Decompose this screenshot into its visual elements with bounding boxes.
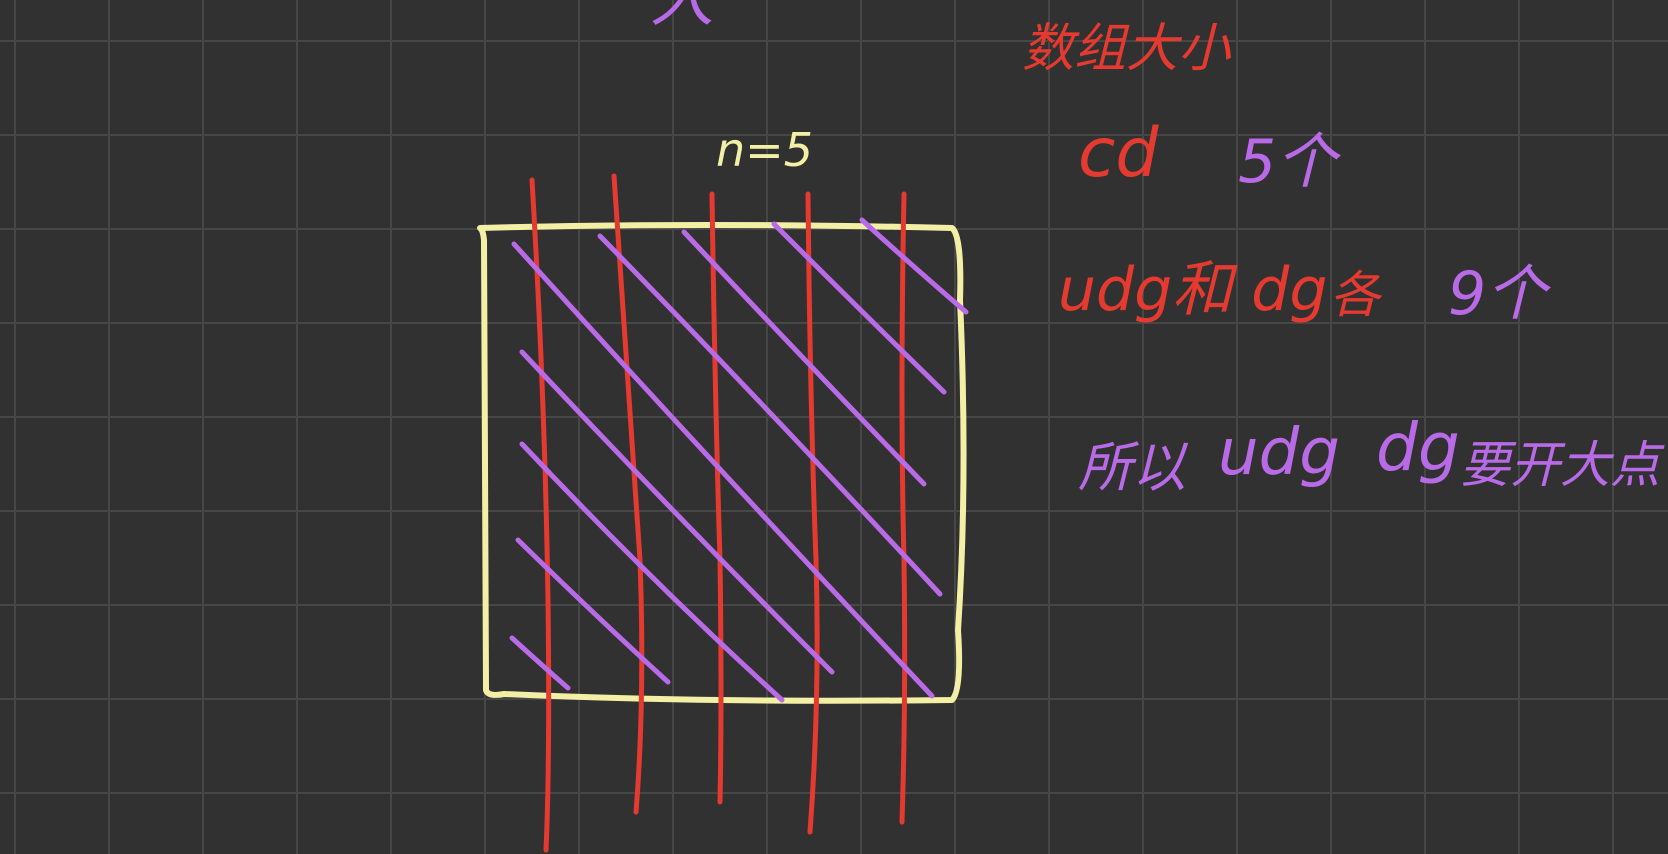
udg-line-1 [859,217,969,315]
udg-line-3 [681,229,927,487]
cd-line-4 [805,191,820,835]
cd-line-3 [709,191,724,805]
cd-label: cd [1078,114,1159,193]
top-mark: 人 [650,0,714,36]
udg-line-6 [519,349,835,675]
cd-line-2 [611,173,645,815]
udg-count: 9个 [1448,259,1551,329]
udg-line-8 [515,537,671,685]
conclusion-dg: dg [1376,409,1460,486]
cd-line-5 [899,191,908,825]
udg-line-5 [511,241,935,699]
board-square [477,222,967,704]
conclusion-udg: udg [1218,416,1340,490]
n-label: n=5 [716,123,813,177]
udg-line-7 [519,441,785,703]
udg-suffix: 各 [1330,266,1383,324]
udg-line-2 [771,221,947,395]
udg-lines [509,217,969,703]
cd-count: 5个 [1238,127,1341,197]
conclusion-prefix: 所以 [1078,436,1189,499]
udg-line-4 [597,233,943,597]
udg-label: udg和 dg [1058,255,1327,325]
conclusion-suffix: 要开大点 [1460,436,1665,494]
udg-line-9 [509,635,571,691]
array-size-note: 数组大小 [1022,19,1231,79]
